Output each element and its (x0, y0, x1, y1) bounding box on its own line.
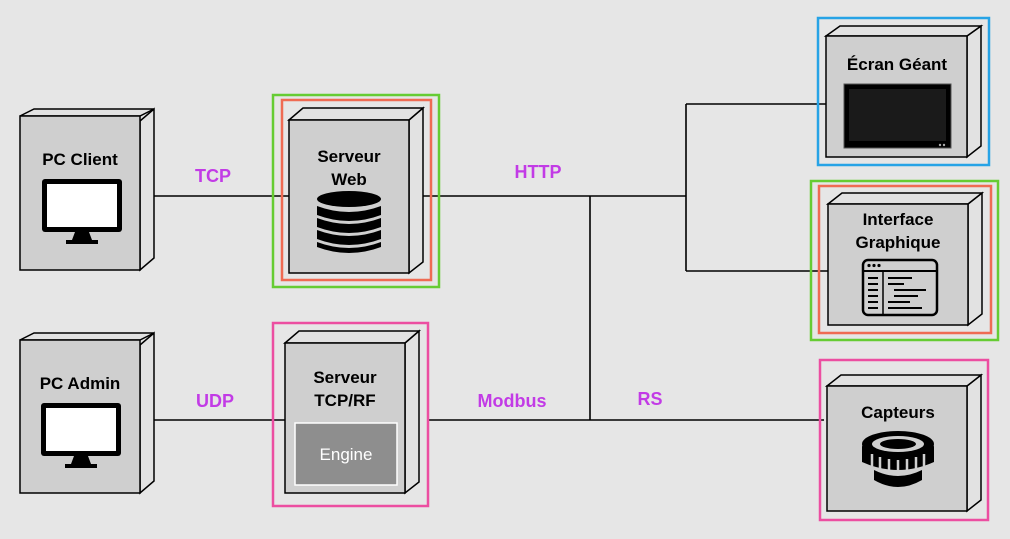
serveur-web-orange-frame (280, 98, 433, 282)
pc-admin-label: PC Admin (40, 374, 121, 393)
screen-icon (843, 83, 952, 149)
serveur-tcp-label-line1: Serveur (313, 368, 377, 387)
serveur-tcp-label-line2: TCP/RF (314, 391, 375, 410)
pc-admin-box-side (139, 331, 155, 495)
monitor-icon (41, 403, 121, 468)
pc-client-node[interactable]: PC Client (19, 107, 155, 272)
serveur-web-label-line1: Serveur (317, 147, 381, 166)
engine-label: Engine (320, 445, 373, 464)
capteurs-box-side (966, 373, 982, 513)
ecran-geant-label: Écran Géant (847, 55, 947, 74)
interface-box-top (825, 192, 985, 205)
ecran-geant-blue-frame (816, 16, 991, 167)
link-labels: TCP UDP HTTP Modbus RS (195, 162, 663, 411)
ecran-geant-node[interactable]: Écran Géant (816, 16, 991, 167)
ecran-geant-box-top (823, 25, 984, 37)
monitor-icon (42, 179, 122, 244)
interface-green-frame (809, 179, 1000, 342)
database-icon (317, 191, 381, 253)
serveur-tcp-node[interactable]: Serveur TCP/RF Engine (271, 321, 430, 508)
connector-lines (154, 103, 828, 421)
capteurs-box-top (824, 374, 984, 387)
interface-orange-frame (817, 184, 993, 335)
udp-label: UDP (196, 391, 234, 411)
pc-admin-box-top (19, 332, 155, 341)
sensor-icon (862, 431, 934, 487)
capteurs-pink-frame (818, 358, 990, 522)
serveur-web-green-frame (271, 93, 441, 289)
interface-box-front (827, 203, 969, 326)
interface-graphique-node[interactable]: Interface Graphique (809, 179, 1000, 342)
serveur-tcp-pink-frame (271, 321, 430, 508)
modbus-label: Modbus (478, 391, 547, 411)
serveur-tcp-box-side (404, 329, 420, 495)
interface-label-line1: Interface (863, 210, 934, 229)
pc-client-box-side (139, 107, 155, 272)
serveur-web-box-side (408, 106, 424, 275)
http-label: HTTP (515, 162, 562, 182)
tcp-label: TCP (195, 166, 231, 186)
interface-label-line2: Graphique (855, 233, 940, 252)
serveur-tcp-box-top (282, 330, 422, 344)
serveur-web-node[interactable]: Serveur Web (271, 93, 441, 289)
code-window-icon (861, 258, 939, 317)
pc-client-box-top (19, 108, 155, 117)
ecran-geant-box-side (966, 24, 982, 159)
pc-admin-node[interactable]: PC Admin (19, 331, 155, 495)
capteurs-label: Capteurs (861, 403, 935, 422)
serveur-web-label-line2: Web (331, 170, 367, 189)
capteurs-node[interactable]: Capteurs (818, 358, 990, 522)
pc-client-label: PC Client (42, 150, 118, 169)
rs-label: RS (637, 389, 662, 409)
serveur-web-box-top (286, 107, 426, 121)
engine-box (294, 422, 398, 486)
interface-box-side (967, 191, 983, 327)
